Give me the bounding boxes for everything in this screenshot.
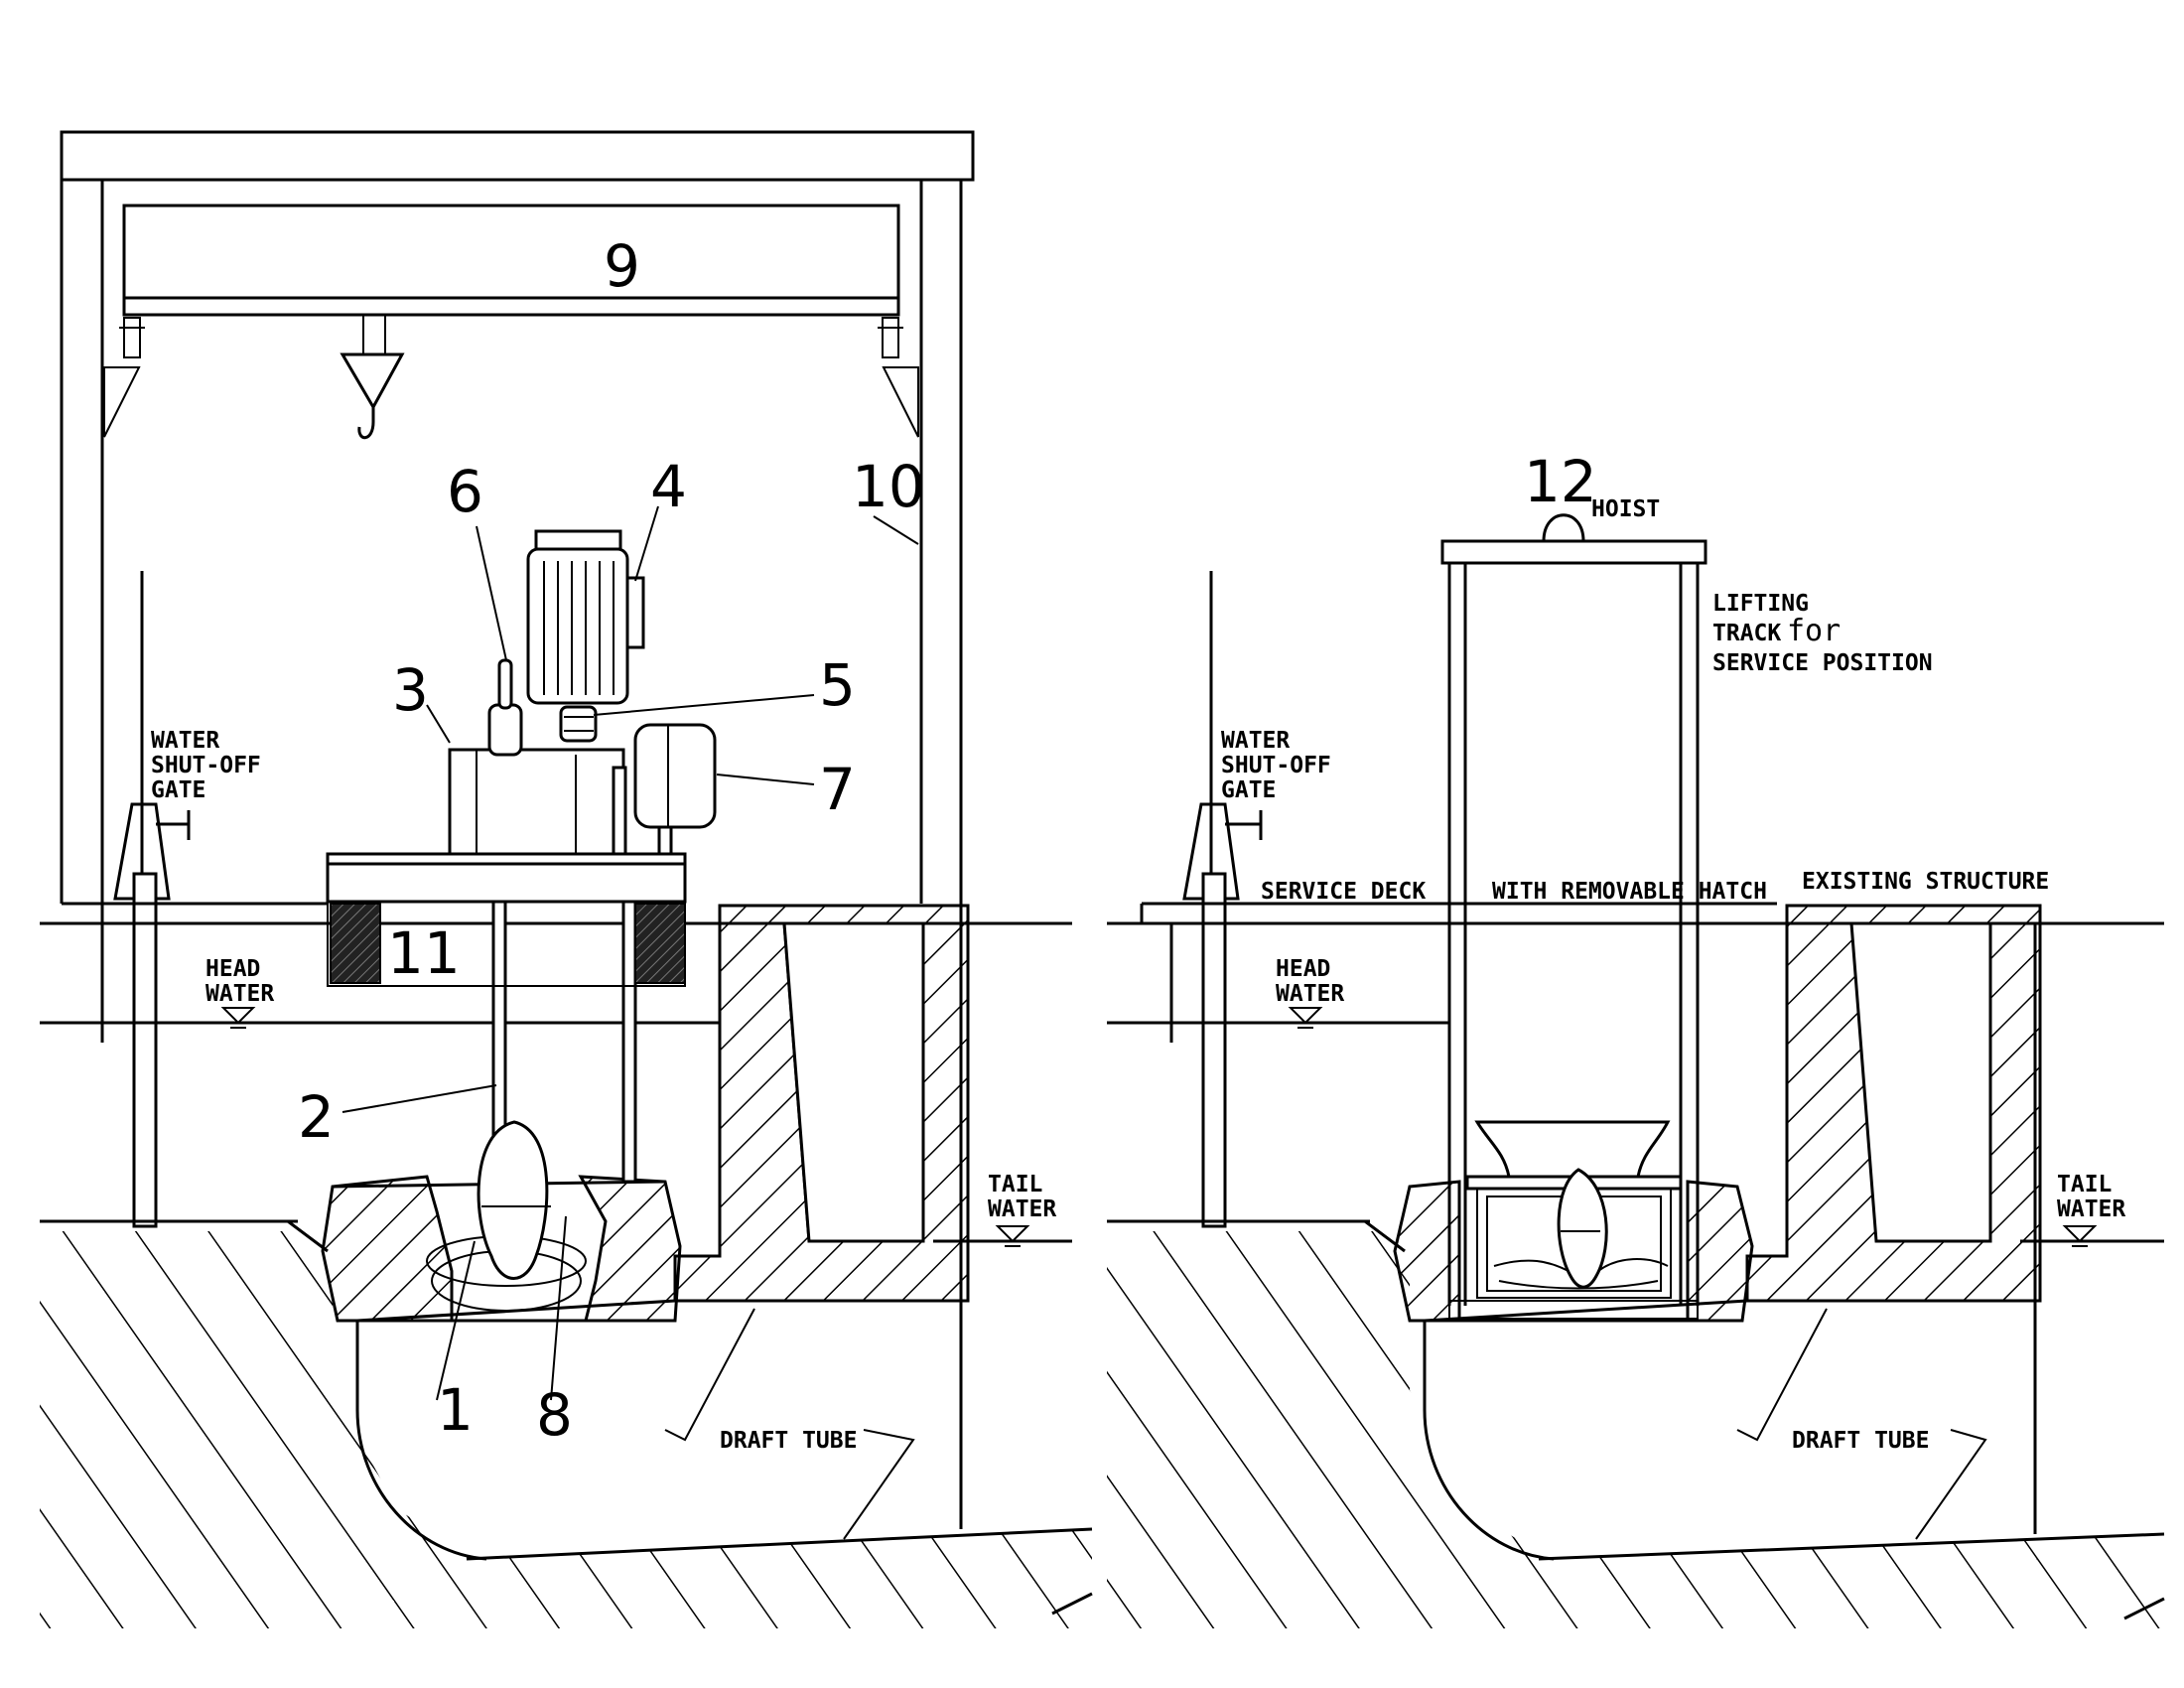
lifting-track-label-3: for — [1787, 614, 1841, 648]
left-tail-water-2: WATER — [988, 1196, 1056, 1222]
callout-6: 6 — [447, 458, 483, 525]
callout-12: 12 — [1524, 448, 1597, 515]
callout-1: 1 — [437, 1376, 474, 1444]
callout-3: 3 — [392, 656, 429, 724]
right-turbine-housing — [1393, 1180, 1754, 1323]
left-gate-label-3: GATE — [151, 777, 205, 803]
left-view: 1 2 3 4 5 6 7 8 9 10 11 WATER SHUT-OFF G… — [40, 130, 1093, 1628]
callout-11: 11 — [387, 919, 461, 987]
callout-9: 9 — [604, 232, 640, 300]
right-view: 12 HOIST LIFTING TRACK for SERVICE POSIT… — [1107, 448, 2165, 1628]
left-shutoff-gate — [113, 571, 191, 1228]
turbine-housing — [321, 1175, 682, 1323]
left-tail-water-symbol — [995, 1225, 1030, 1247]
left-gate-label-2: SHUT-OFF — [151, 753, 261, 778]
left-existing-structure — [673, 904, 970, 1303]
left-head-water-2: WATER — [205, 981, 274, 1007]
left-head-water-symbol — [220, 1007, 256, 1029]
right-tail-water-2: WATER — [2057, 1196, 2125, 1222]
right-ground — [1107, 1219, 2165, 1628]
hoist-label: HOIST — [1591, 496, 1660, 522]
right-head-water-1: HEAD — [1276, 956, 1330, 982]
right-tail-water-1: TAIL — [2057, 1172, 2112, 1197]
crane-beam — [119, 204, 903, 440]
motor — [526, 529, 645, 743]
right-leader-lines — [1736, 1308, 1987, 1540]
oil-reservoir — [487, 658, 523, 757]
callout-10: 10 — [852, 453, 925, 520]
callout-2: 2 — [298, 1083, 335, 1151]
gearbox — [448, 748, 627, 856]
left-head-water-1: HEAD — [205, 956, 260, 982]
hydraulic-unit — [633, 723, 717, 856]
right-shutoff-gate — [1182, 571, 1263, 1228]
callout-7: 7 — [819, 756, 856, 823]
existing-structure-label: EXISTING STRUCTURE — [1802, 869, 2049, 895]
removable-hatch-label: WITH REMOVABLE HATCH — [1492, 879, 1767, 905]
building-frame — [60, 130, 975, 1529]
turbine-runner-assembly — [477, 862, 637, 1280]
left-ground — [40, 1219, 1093, 1628]
left-gate-label-1: WATER — [151, 728, 219, 754]
right-head-water-2: WATER — [1276, 981, 1344, 1007]
left-tail-water-1: TAIL — [988, 1172, 1042, 1197]
service-deck-label: SERVICE DECK — [1261, 879, 1426, 905]
left-draft-tube — [355, 1299, 676, 1561]
callout-5: 5 — [819, 651, 856, 719]
right-gate-label-2: SHUT-OFF — [1221, 753, 1331, 778]
left-draft-tube-label: DRAFT TUBE — [720, 1428, 857, 1454]
right-existing-structure — [1745, 904, 2042, 1534]
callout-4: 4 — [650, 453, 687, 520]
lifting-track-label-4: SERVICE POSITION — [1712, 650, 1933, 676]
right-head-water-symbol — [1288, 1007, 1323, 1029]
runner-cartridge — [1465, 1120, 1683, 1299]
callout-8: 8 — [536, 1381, 573, 1449]
right-gate-label-1: WATER — [1221, 728, 1290, 754]
lifting-track-label-2: TRACK — [1712, 621, 1781, 646]
left-leader-lines — [341, 505, 919, 1540]
right-tail-water-symbol — [2062, 1225, 2098, 1247]
right-gate-label-3: GATE — [1221, 777, 1276, 803]
lifting-track-label-1: LIFTING — [1712, 591, 1809, 617]
right-draft-tube-label: DRAFT TUBE — [1792, 1428, 1929, 1454]
generator-deck — [326, 852, 687, 987]
